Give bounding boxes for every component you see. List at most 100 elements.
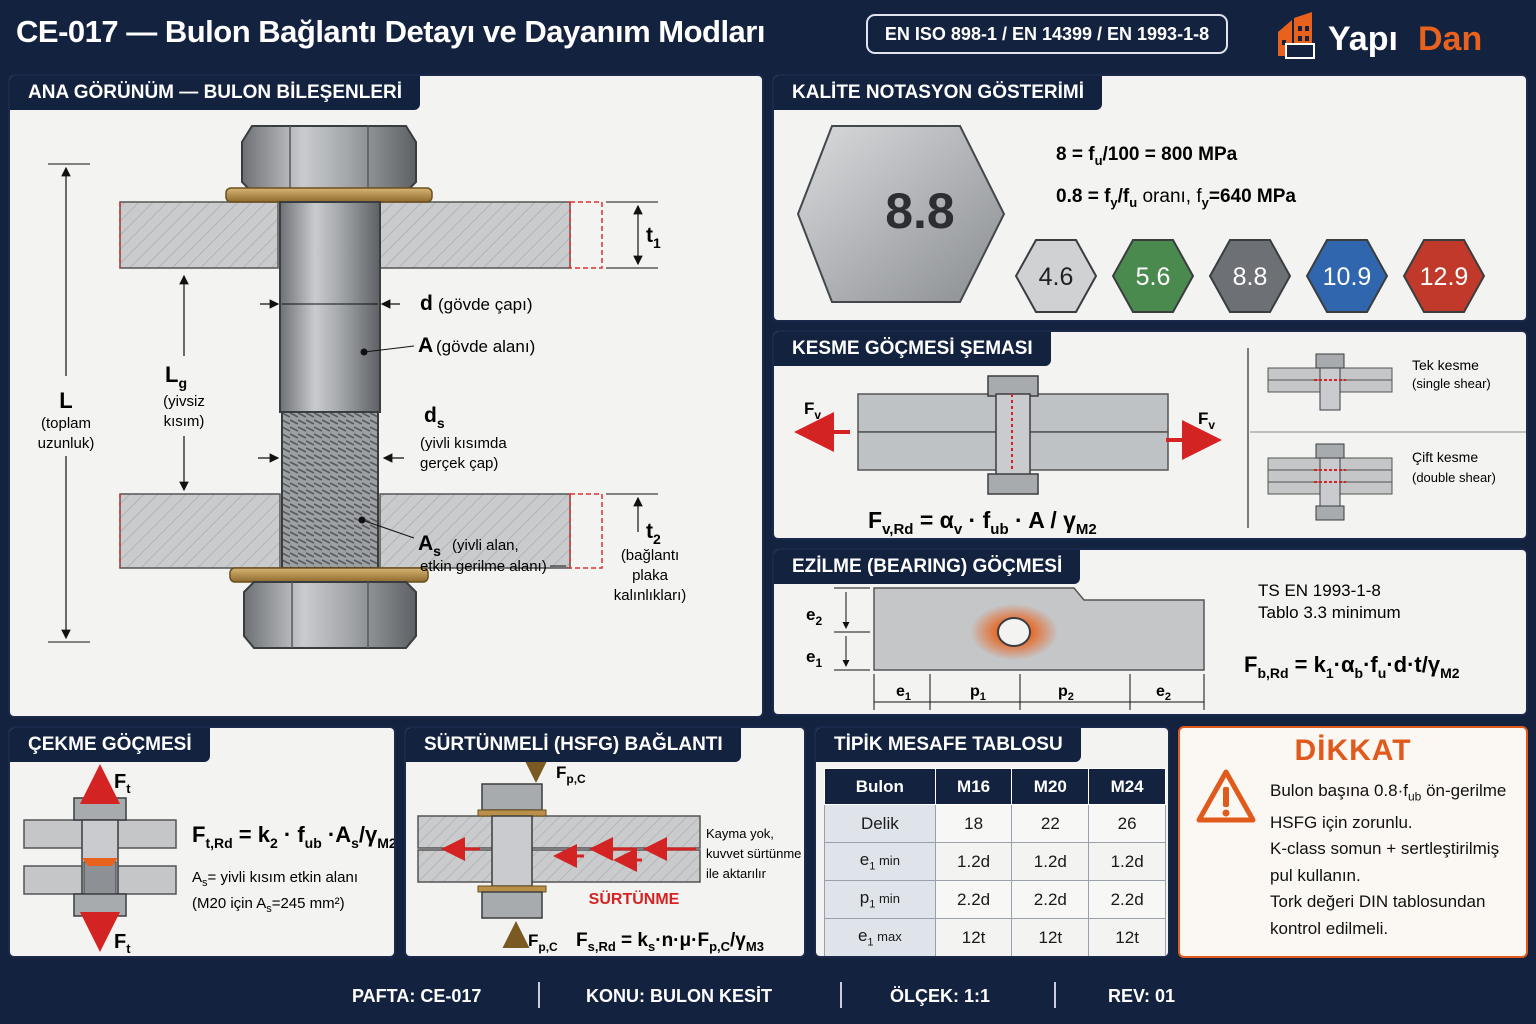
fv-right-label: F <box>1198 409 1208 428</box>
table-cell: 12t <box>1088 918 1166 956</box>
tension-note-2: (M20 için A <box>192 895 266 912</box>
hsfg-note-1: Kayma yok, <box>706 826 774 841</box>
shear-panel: KESME GÖÇMESİ ŞEMASI Fv Fv Fv,Rd = αv · … <box>772 330 1528 540</box>
d-desc: (gövde çapı) <box>438 295 533 314</box>
ft-bottom-label: F <box>114 931 126 953</box>
table-header: Bulon <box>824 768 936 805</box>
warning-text: Bulon başına 0.8·fub ön-gerilme HSFG içi… <box>1270 778 1506 942</box>
double-shear-en: (double shear) <box>1412 470 1496 485</box>
quality-line2c: =640 MPa <box>1209 186 1297 207</box>
svg-text:Fp,C: Fp,C <box>556 763 586 786</box>
shear-title: KESME GÖÇMESİ ŞEMASI <box>774 332 1051 366</box>
tension-diagram: Ft Ft Ft,Rd = k2 · fub ·As/γM2 As= yivli… <box>23 764 394 956</box>
grade-hex-icon <box>1111 239 1195 313</box>
lg-desc-2: kısım) <box>164 413 205 430</box>
ds-desc-1: (yivli kısımda <box>420 435 507 452</box>
svg-text:Fv,Rd = αv · fub · A / γM2: Fv,Rd = αv · fub · A / γM2 <box>868 507 1097 538</box>
table-cell: 2.2d <box>934 880 1013 919</box>
table-row: p1 min 2.2d 2.2d 2.2d <box>824 880 1166 919</box>
warning-line-2: HSFG için zorunlu. <box>1270 812 1413 832</box>
l-label: L <box>59 388 72 413</box>
double-shear-label: Çift kesme <box>1412 449 1478 465</box>
bearing-diagram: e2 e1 e1 p1 p2 e2 TS EN 1993-1-8 Tablo 3… <box>806 581 1460 710</box>
bearing-e1: e <box>896 683 905 700</box>
ds-desc-2: gerçek çap) <box>420 455 498 472</box>
bearing-p2: p <box>1058 683 1068 700</box>
top-plate-left <box>119 201 279 269</box>
single-shear-en: (single shear) <box>1412 376 1491 391</box>
svg-text:e2: e2 <box>806 605 822 628</box>
distance-table-title: TİPİK MESAFE TABLOSU <box>816 728 1081 762</box>
table-header: M24 <box>1088 768 1166 805</box>
lg-desc-1: (yivsiz <box>163 393 205 410</box>
footer-separator <box>538 982 540 1008</box>
bearing-title: EZİLME (BEARING) GÖÇMESİ <box>774 550 1081 584</box>
svg-text:Fv: Fv <box>1198 409 1215 432</box>
t2-desc-3: kalınlıkları) <box>614 587 687 604</box>
main-view-title: ANA GÖRÜNÜM — BULON BİLEŞENLERİ <box>10 76 421 110</box>
quality-line1: 8 = f <box>1056 144 1095 165</box>
warning-line-5: Tork değeri DIN tablosundan <box>1270 892 1486 912</box>
grade-label: 4.6 <box>1039 263 1074 291</box>
table-row: e1 max 12t 12t 12t <box>824 918 1166 956</box>
big-grade: 8.8 <box>885 183 955 239</box>
warning-title: DİKKAT <box>1294 734 1412 767</box>
distance-table: Bulon M16 M20 M24 Delik 18 22 26 e1 min … <box>824 768 1166 956</box>
svg-text:Ft: Ft <box>114 931 131 956</box>
quality-line2: 0.8 = f <box>1056 186 1111 207</box>
hsfg-diagram: Fp,C Fp,C SÜRTÜNME Kayma yok, kuvvet sür… <box>417 756 801 954</box>
table-cell: 26 <box>1088 804 1166 843</box>
footer-separator <box>840 982 842 1008</box>
building-logo-icon <box>1278 12 1315 59</box>
quality-line1b: /100 = 800 MPa <box>1103 144 1238 165</box>
hsfg-formula: Fs,Rd = ks·n·μ·Fp,C/γM3 <box>576 930 764 954</box>
fpc-bottom-label: F <box>528 931 538 950</box>
quality-diagram: 8.8 8 = fu/100 = 800 MPa 0.8 = fy/fu ora… <box>796 125 1486 313</box>
l-desc-1: (toplam <box>41 415 91 432</box>
grade-hex-icon <box>1305 239 1389 313</box>
svg-text:Lg: Lg <box>165 362 187 391</box>
t1-label: t <box>646 224 653 247</box>
a-desc: (gövde alanı) <box>436 337 535 356</box>
bearing-ref-1: TS EN 1993-1-8 <box>1258 581 1381 600</box>
tension-title: ÇEKME GÖÇMESİ <box>10 728 210 762</box>
grade-label: 10.9 <box>1323 263 1372 291</box>
hsfg-panel: SÜRTÜNMELİ (HSFG) BAĞLANTI Fp,C Fp,C SÜR… <box>404 726 806 958</box>
bolt-assembly-diagram: L (toplam uzunluk) Lg (yivsiz kısım) t1 … <box>30 125 687 649</box>
svg-text:0.8 = fy/fu oranı, fy=640 MPa: 0.8 = fy/fu oranı, fy=640 MPa <box>1056 186 1296 210</box>
e2-label: e <box>806 605 815 624</box>
grade-hex-icon <box>1014 239 1098 313</box>
ft-top-label: F <box>114 771 126 793</box>
svg-text:p1: p1 <box>970 683 986 703</box>
row-header: p1 min <box>824 880 936 919</box>
header: CE-017 — Bulon Bağlantı Detayı ve Dayanı… <box>0 0 1536 66</box>
standards-badge: EN ISO 898-1 / EN 14399 / EN 1993-1-8 <box>866 14 1228 54</box>
table-row: e1 min 1.2d 1.2d 1.2d <box>824 842 1166 881</box>
l-desc-2: uzunluk) <box>38 435 95 452</box>
table-cell: 2.2d <box>1011 880 1090 919</box>
as-label: A <box>418 532 433 555</box>
table-cell: 2.2d <box>1088 880 1166 919</box>
bearing-panel: EZİLME (BEARING) GÖÇMESİ e2 e1 e1 p1 p2 … <box>772 548 1528 716</box>
bearing-formula: Fb,Rd = k1·αb·fu·d·t/γM2 <box>1244 652 1460 681</box>
hsfg-title: SÜRTÜNMELİ (HSFG) BAĞLANTI <box>406 728 741 762</box>
table-cell: 12t <box>1011 918 1090 956</box>
bottom-washer <box>229 567 429 583</box>
warning-panel: DİKKAT Bulon başına 0.8·fub ön-gerilme H… <box>1178 726 1528 958</box>
table-cell: 1.2d <box>934 842 1013 881</box>
single-shear-label: Tek kesme <box>1412 357 1479 373</box>
tension-note-2b: =245 mm²) <box>272 895 345 912</box>
grade-label: 5.6 <box>1136 263 1171 291</box>
yapidan-logo: Yapı Dan <box>1278 12 1482 59</box>
table-cell: 18 <box>934 804 1013 843</box>
nut <box>243 581 417 649</box>
svg-text:p2: p2 <box>1058 683 1074 703</box>
t2-label: t <box>646 520 653 543</box>
svg-text:e1: e1 <box>896 683 911 703</box>
grade-hex-icon <box>1208 239 1292 313</box>
lg-label: L <box>165 362 178 387</box>
shear-formula: F <box>868 507 882 533</box>
quality-line2b: oranı, f <box>1137 186 1202 207</box>
bolt-hole <box>997 617 1031 647</box>
table-header: M20 <box>1011 768 1090 805</box>
